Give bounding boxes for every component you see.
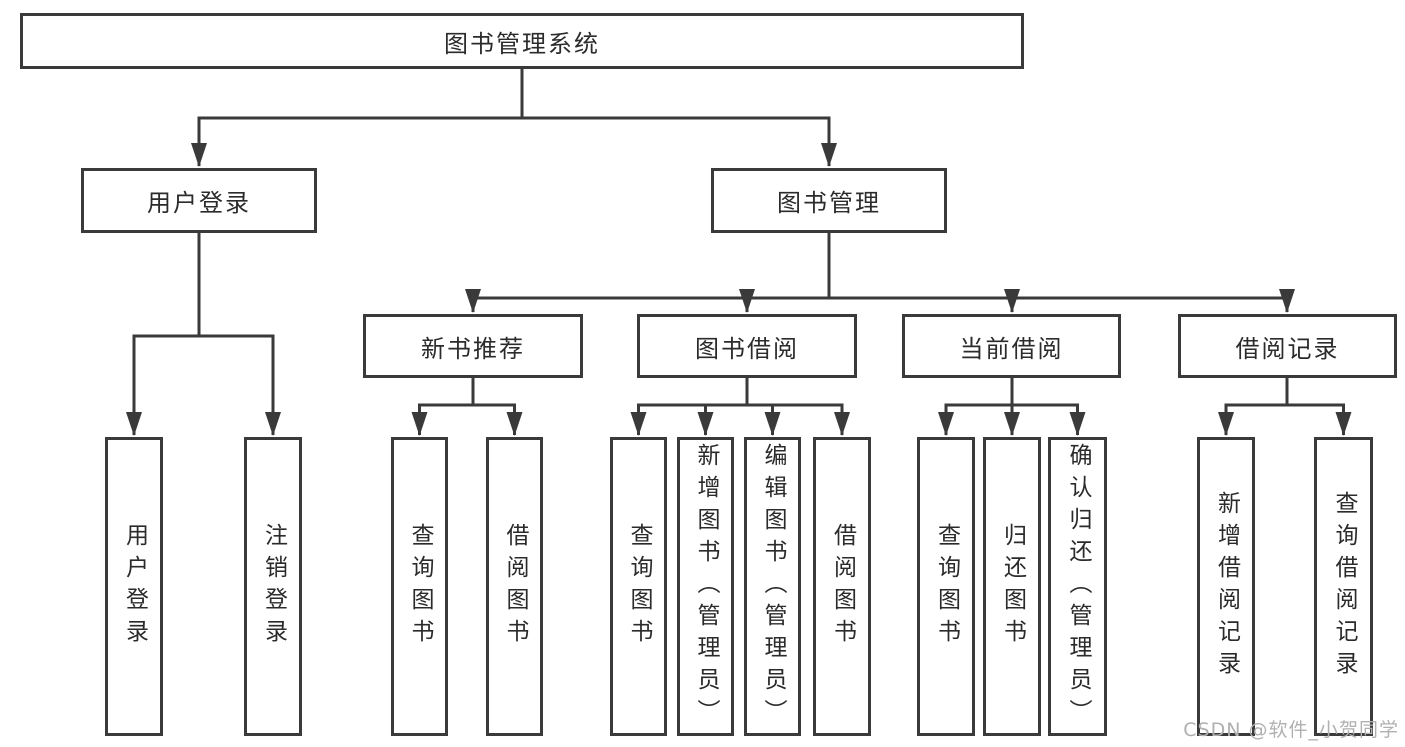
leaf-borrowing-borrow-book: 借阅图书	[813, 437, 871, 736]
leaf-add-borrow-record-label: 新增借阅记录	[1213, 490, 1240, 683]
leaf-confirm-return-admin: 确认归还（管理员）	[1048, 437, 1107, 736]
leaf-add-book-admin-label: 新增图书（管理员）	[693, 442, 719, 731]
leaf-recommend-borrow-book: 借阅图书	[486, 437, 543, 736]
leaf-query-borrow-record: 查询借阅记录	[1314, 437, 1373, 736]
leaf-edit-book-admin: 编辑图书（管理员）	[744, 437, 801, 736]
node-library-system: 图书管理系统	[20, 13, 1024, 69]
leaf-recommend-query-book: 查询图书	[391, 437, 448, 736]
connector-user-login	[126, 233, 281, 436]
leaf-recommend-query-book-label: 查询图书	[407, 522, 433, 651]
leaf-add-book-admin: 新增图书（管理员）	[677, 437, 734, 736]
node-user-login: 用户登录	[81, 168, 317, 233]
node-book-borrowing: 图书借阅	[637, 314, 857, 378]
leaf-user-login: 用户登录	[105, 437, 163, 736]
leaf-return-book-label: 归还图书	[999, 522, 1026, 651]
leaf-user-login-label: 用户登录	[121, 522, 148, 651]
leaf-query-borrow-record-label: 查询借阅记录	[1331, 490, 1357, 683]
leaf-logout: 注销登录	[244, 437, 302, 736]
leaf-borrowing-query-book-label: 查询图书	[626, 522, 652, 651]
leaf-logout-label: 注销登录	[260, 522, 287, 651]
node-book-management: 图书管理	[711, 168, 947, 233]
node-new-book-recommend: 新书推荐	[363, 314, 583, 378]
connector-root	[191, 69, 837, 167]
leaf-borrowing-borrow-book-label: 借阅图书	[829, 522, 856, 651]
node-borrowing-records: 借阅记录	[1178, 314, 1397, 378]
connector-book-mgmt	[465, 233, 1295, 313]
leaf-current-query-book-label: 查询图书	[933, 522, 960, 651]
leaf-add-borrow-record: 新增借阅记录	[1197, 437, 1255, 736]
leaf-edit-book-admin-label: 编辑图书（管理员）	[760, 442, 786, 731]
connector-new-book-rec	[411, 378, 523, 436]
leaf-recommend-borrow-book-label: 借阅图书	[502, 522, 528, 651]
connector-book-borrow	[630, 378, 850, 436]
connector-current-borrow	[938, 378, 1086, 436]
connector-borrow-records	[1218, 378, 1352, 436]
leaf-current-query-book: 查询图书	[917, 437, 975, 736]
leaf-confirm-return-admin-label: 确认归还（管理员）	[1065, 442, 1091, 731]
node-current-borrowing: 当前借阅	[902, 314, 1121, 378]
leaf-return-book: 归还图书	[983, 437, 1041, 736]
leaf-borrowing-query-book: 查询图书	[610, 437, 667, 736]
csdn-watermark: CSDN @软件_小贺同学	[1183, 719, 1399, 741]
